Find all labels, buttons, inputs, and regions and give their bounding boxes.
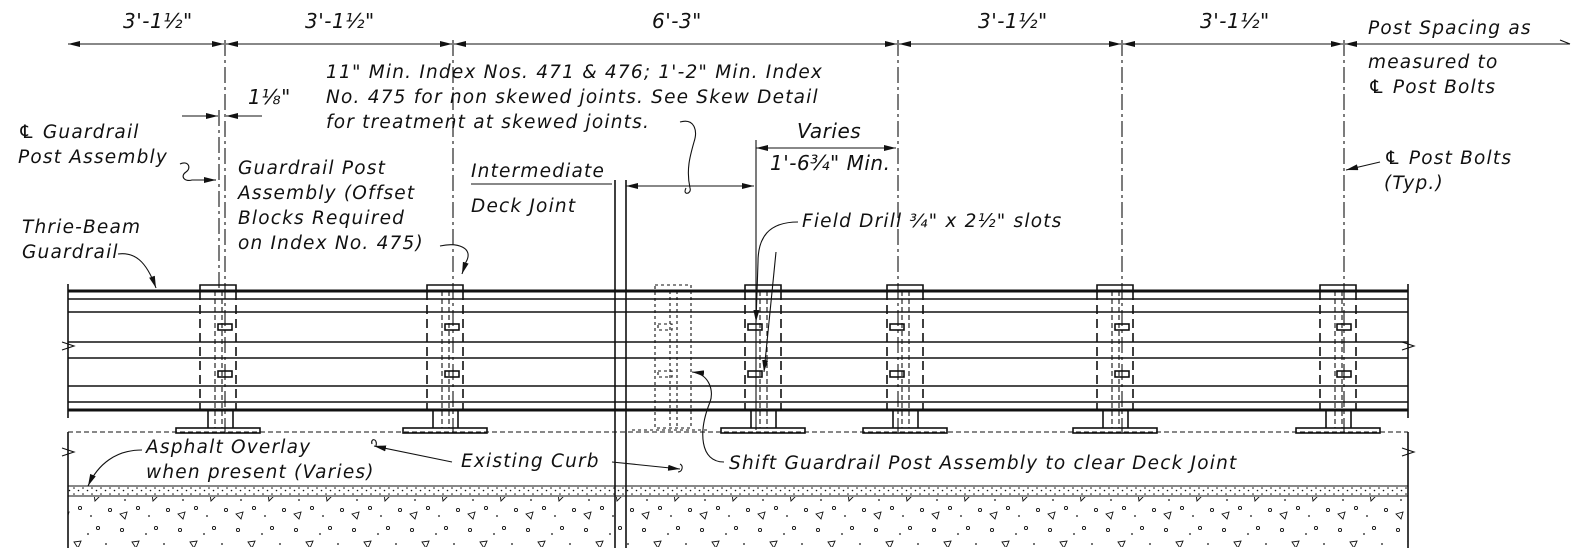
- cl-guardrail-label-1: ℄ Guardrail: [18, 122, 140, 143]
- post-centerlines: [218, 40, 1345, 432]
- index-note-1: 11" Min. Index Nos. 471 & 476; 1'-2" Min…: [326, 62, 823, 83]
- min-dim-text: 1'-6¾" Min.: [770, 151, 890, 175]
- post-assembly-note-3: Blocks Required: [238, 208, 405, 229]
- dimension-string: [68, 39, 1571, 47]
- dim-1: 3'-1½": [123, 9, 193, 33]
- post-spacing-note-line-3: ℄ Post Bolts: [1368, 77, 1496, 98]
- varies-text: Varies: [797, 119, 861, 143]
- index-note-2: No. 475 for non skewed joints. See Skew …: [326, 87, 819, 108]
- intermediate-joint-label-1: Intermediate: [471, 161, 605, 182]
- post-2: [402, 284, 488, 434]
- dim-5: 3'-1½": [1200, 9, 1270, 33]
- cl-guardrail-leader: [179, 162, 216, 181]
- dim-2: 3'-1½": [305, 9, 375, 33]
- field-drill-note: Field Drill ¾" x 2½" slots: [802, 211, 1063, 232]
- post-1: [175, 284, 261, 434]
- post-assembly-note-2: Assembly (Offset: [237, 183, 415, 204]
- thrie-beam-label-1: Thrie-Beam: [22, 217, 141, 238]
- post-assembly-note-4: on Index No. 475): [238, 233, 424, 254]
- shift-note-leader: [691, 370, 725, 463]
- dim-3: 6'-3": [652, 9, 702, 33]
- thrie-beam-leader: [117, 253, 157, 289]
- existing-curb-label: Existing Curb: [461, 451, 600, 472]
- original-post-location: [632, 284, 710, 431]
- post-spacing-note-line-1: Post Spacing as: [1368, 18, 1532, 39]
- post-5: [1072, 284, 1158, 434]
- cl-post-bolts-leader: [1345, 161, 1381, 171]
- curb-break-left: [371, 439, 377, 447]
- asphalt-label-1: Asphalt Overlay: [145, 437, 311, 458]
- curb-break-right: [677, 463, 683, 473]
- thrie-beam-rail: [61, 284, 1416, 418]
- shift-note: Shift Guardrail Post Assembly to clear D…: [729, 453, 1237, 474]
- cl-guardrail-label-2: Post Assembly: [18, 147, 168, 168]
- curb-leader-left: [373, 445, 453, 463]
- cl-post-bolts-label-2: (Typ.): [1384, 173, 1444, 194]
- post-spacing-note-line-2: measured to: [1368, 52, 1499, 73]
- post-3-shifted: [720, 284, 806, 434]
- index-note-leader: [679, 120, 697, 194]
- asphalt-label-2: when present (Varies): [146, 462, 375, 483]
- deck-section: [61, 431, 1416, 548]
- curb-leader-right: [611, 461, 681, 471]
- cl-post-bolts-label-1: ℄ Post Bolts: [1384, 148, 1512, 169]
- asphalt-leader: [87, 449, 143, 487]
- post-assembly-note-1: Guardrail Post: [238, 158, 386, 179]
- dim-4: 3'-1½": [978, 9, 1048, 33]
- field-drill-leader-1: [753, 221, 799, 323]
- index-note-3: for treatment at skewed joints.: [326, 112, 650, 133]
- intermediate-joint-label-2: Deck Joint: [471, 196, 576, 217]
- offset-dim-text: 1⅛": [248, 85, 291, 109]
- post-assembly-leader: [439, 244, 469, 275]
- post-6: [1295, 284, 1381, 434]
- thrie-beam-label-2: Guardrail: [22, 242, 119, 263]
- post-4: [862, 284, 948, 434]
